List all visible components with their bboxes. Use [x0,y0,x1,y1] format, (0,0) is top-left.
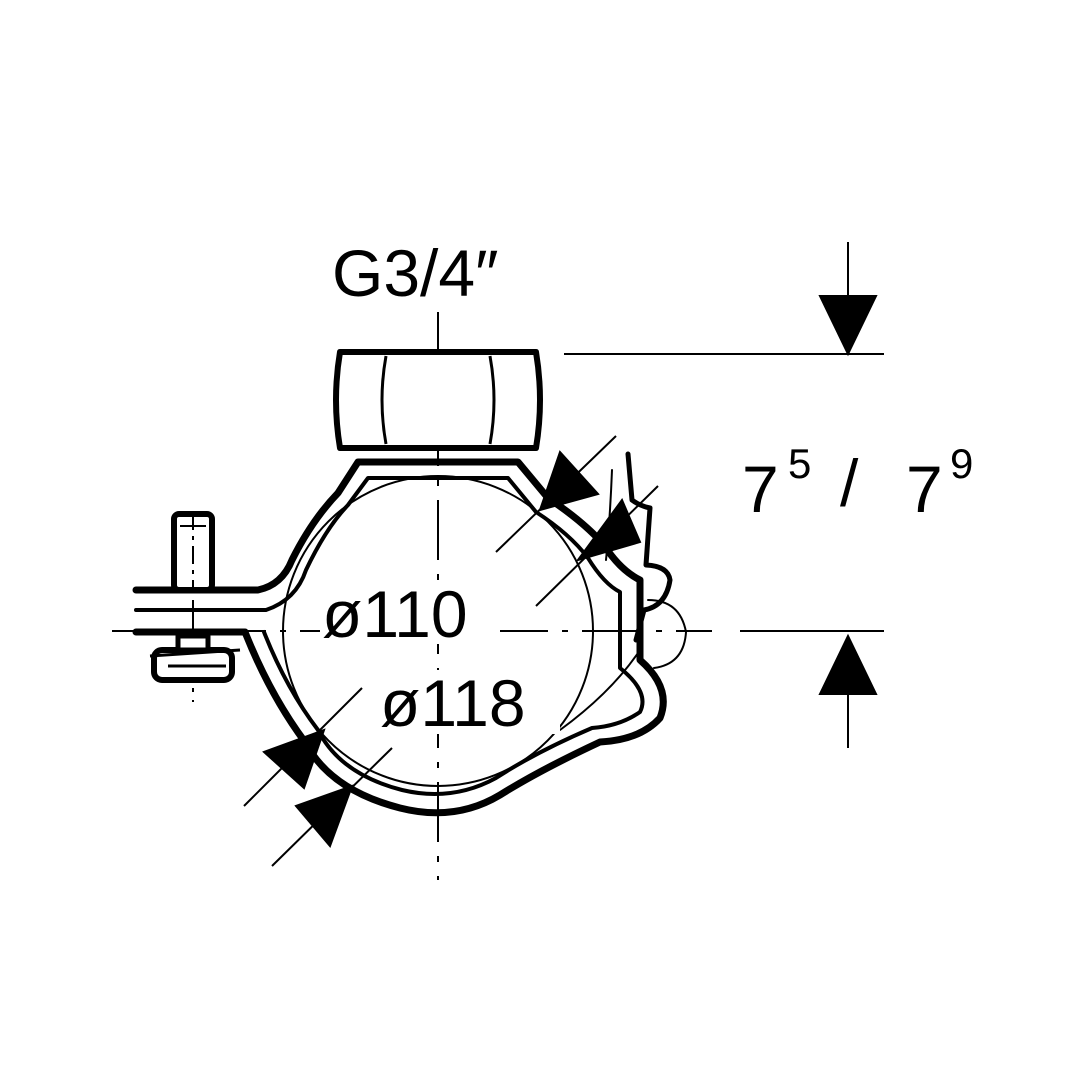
dimension-top-right [495,435,659,607]
hex-nut-outline [333,349,543,451]
dimension-bottom-left [243,687,393,867]
clip-outer [625,451,673,643]
dim-arrow-2 [575,497,642,562]
height-label: 7 5 / 7 9 [742,440,973,526]
height-dimension [564,242,884,748]
hex-nut [333,349,543,451]
clip-tail [559,649,641,731]
hex-nut-face-left [380,355,388,445]
bolt-washer [149,648,241,668]
dim-arrow-1 [538,450,600,512]
height-separator: / [840,446,859,520]
band-outer-edge [132,458,667,817]
label-bg-inner-diameter [320,582,500,644]
clamp-bolt [149,511,241,683]
inner-diameter-label: ø110 [322,577,468,651]
dim-arrow-3 [262,728,326,790]
height-a-sup: 5 [788,440,811,487]
thread-size-label: G3/4″ [332,236,498,310]
saddle-band [132,458,667,817]
label-bg-outer-diameter [378,670,560,734]
height-b-sup: 9 [950,440,973,487]
bolt-stub [175,633,211,653]
outer-diameter-label: ø118 [380,666,526,740]
height-a-base: 7 [742,452,779,526]
height-arrow-bottom [818,633,878,695]
height-arrow-top [818,295,878,357]
hex-nut-face-right [488,355,496,445]
dim-arrow-4 [294,784,354,848]
band-inner-edge [134,476,645,796]
height-b-base: 7 [906,452,943,526]
